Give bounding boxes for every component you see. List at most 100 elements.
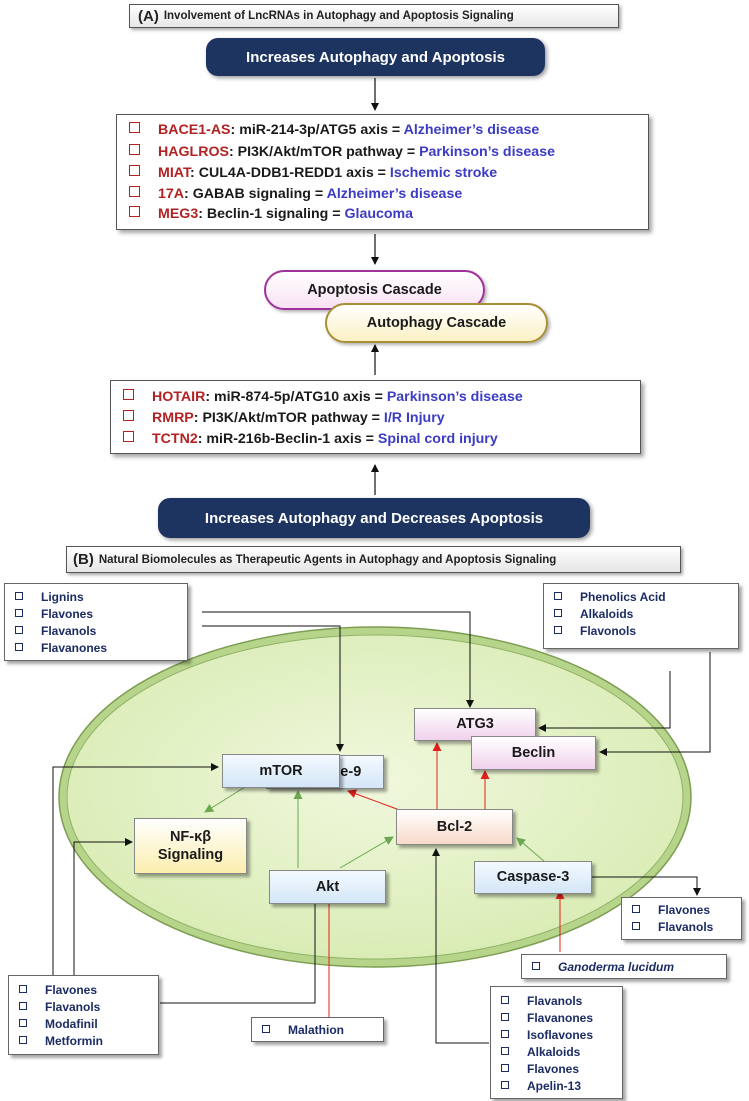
- checkbox-icon: [554, 609, 562, 617]
- checkbox-icon: [501, 1030, 509, 1038]
- bottom-banner: Increases Autophagy and Decreases Apopto…: [158, 498, 590, 538]
- panel-b-title-text: Natural Biomolecules as Therapeutic Agen…: [98, 553, 557, 566]
- list-item: Flavanols: [19, 1000, 100, 1014]
- list-item: TCTN2: miR-216b-Beclin-1 axis = Spinal c…: [123, 431, 498, 447]
- checkbox-icon: [15, 609, 23, 617]
- checkbox-icon: [19, 1036, 27, 1044]
- line-topright-to-beclin: [599, 652, 711, 756]
- checkbox-icon: [129, 144, 140, 155]
- line-bottomleft-to-mtor: [52, 763, 219, 983]
- checkbox-icon: [19, 985, 27, 993]
- agent-list-right: Flavones Flavanols: [621, 897, 742, 940]
- list-item: Flavones: [501, 1062, 579, 1076]
- gene-name: MEG3: [158, 206, 199, 222]
- agent-list-top-left: Lignins Flavones Flavanols Flavanones: [4, 583, 188, 661]
- list-item: Flavones: [632, 903, 710, 917]
- arrow-bcl2-to-caspase9: [347, 789, 406, 813]
- list-item: Flavanones: [15, 641, 107, 655]
- line-bottomcenter-to-bcl2: [432, 848, 489, 1044]
- checkbox-icon: [632, 922, 640, 930]
- bottom-lncrna-list: HOTAIR: miR-874-5p/ATG10 axis = Parkinso…: [110, 380, 641, 454]
- list-item: Flavanols: [501, 994, 582, 1008]
- disease: Parkinson’s disease: [386, 389, 523, 405]
- autophagy-cascade: Autophagy Cascade: [325, 303, 548, 343]
- node-mtor: mTOR: [222, 754, 340, 788]
- arrow-caspase3-to-bcl2: [516, 837, 546, 863]
- pathway: : PI3K/Akt/mTOR pathway =: [193, 410, 384, 426]
- list-item: Flavones: [15, 607, 93, 621]
- disease: Alzheimer’s disease: [403, 122, 540, 138]
- list-item: Flavanols: [632, 920, 713, 934]
- checkbox-icon: [501, 1081, 509, 1089]
- list-item: 17A: GABAB signaling = Alzheimer’s disea…: [129, 186, 462, 202]
- gene-name: BACE1-AS: [158, 122, 231, 138]
- nfkb-signaling-label: Signaling: [157, 847, 224, 863]
- disease: Alzheimer’s disease: [326, 186, 463, 202]
- agent-list-bottom-left: Flavones Flavanols Modafinil Metformin: [8, 975, 159, 1055]
- pathway: : GABAB signaling =: [184, 186, 327, 202]
- checkbox-icon: [123, 410, 134, 421]
- list-item: HAGLROS: PI3K/Akt/mTOR pathway = Parkins…: [129, 144, 555, 160]
- pathway: : PI3K/Akt/mTOR pathway =: [228, 144, 420, 160]
- checkbox-icon: [501, 996, 509, 1004]
- line-topright-to-atg3: [538, 671, 671, 732]
- checkbox-icon: [129, 206, 140, 217]
- list-item: Flavanones: [501, 1011, 593, 1025]
- panel-b-title: (B) Natural Biomolecules as Therapeutic …: [66, 546, 681, 573]
- node-caspase-3: Caspase-3: [474, 861, 592, 894]
- list-item: Flavonols: [554, 624, 636, 638]
- list-item: MEG3: Beclin-1 signaling = Glaucoma: [129, 206, 413, 222]
- node-bcl-2: Bcl-2: [396, 809, 513, 845]
- list-item: Phenolics Acid: [554, 590, 666, 604]
- checkbox-icon: [554, 592, 562, 600]
- arrow-mtor-to-nfkb: [204, 786, 246, 813]
- node-atg3: ATG3: [414, 708, 536, 741]
- node-beclin: Beclin: [471, 736, 596, 770]
- checkbox-icon: [501, 1047, 509, 1055]
- top-lncrna-list: BACE1-AS: miR-214-3p/ATG5 axis = Alzheim…: [116, 114, 649, 230]
- agent-list-bottom-center: Flavanols Flavanones Isoflavones Alkaloi…: [490, 986, 623, 1099]
- top-banner: Increases Autophagy and Apoptosis: [206, 38, 545, 76]
- disease: I/R Injury: [383, 410, 445, 426]
- agent-list-top-right: Phenolics Acid Alkaloids Flavonols: [543, 583, 739, 649]
- checkbox-icon: [123, 431, 134, 442]
- disease: Parkinson’s disease: [419, 144, 555, 160]
- gene-name: TCTN2: [152, 431, 198, 447]
- list-item: RMRP: PI3K/Akt/mTOR pathway = I/R Injury: [123, 410, 445, 426]
- list-item: HOTAIR: miR-874-5p/ATG10 axis = Parkinso…: [123, 389, 523, 405]
- cell-body: [66, 634, 684, 960]
- checkbox-icon: [129, 186, 140, 197]
- panel-a-title: (A) Involvement of LncRNAs in Autophagy …: [129, 4, 619, 28]
- nfkb-label: NF-κβ: [169, 828, 212, 845]
- checkbox-icon: [15, 592, 23, 600]
- disease: Spinal cord injury: [377, 431, 498, 447]
- list-item: MIAT: CUL4A-DDB1-REDD1 axis = Ischemic s…: [129, 165, 497, 181]
- gene-name: HAGLROS: [158, 144, 229, 160]
- line-bottomleft-to-akt: [160, 880, 319, 1004]
- checkbox-icon: [129, 122, 140, 133]
- list-item: Apelin-13: [501, 1079, 581, 1093]
- checkbox-icon: [19, 1002, 27, 1010]
- panel-a-tag: (A): [138, 7, 159, 25]
- list-item: Metformin: [19, 1034, 103, 1048]
- pathway: : Beclin-1 signaling =: [198, 206, 345, 222]
- checkbox-icon: [262, 1025, 270, 1033]
- agent-list-ganoderma: Ganoderma lucidum: [521, 954, 727, 979]
- panel-a-title-text: Involvement of LncRNAs in Autophagy and …: [163, 10, 514, 22]
- agent-list-malathion: Malathion: [251, 1017, 384, 1042]
- list-item: Flavones: [19, 983, 97, 997]
- list-item: Isoflavones: [501, 1028, 593, 1042]
- list-item: Modafinil: [19, 1017, 98, 1031]
- checkbox-icon: [554, 626, 562, 634]
- pathway: : miR-216b-Beclin-1 axis =: [197, 431, 378, 447]
- gene-name: HOTAIR: [152, 389, 206, 405]
- list-item: Ganoderma lucidum: [532, 960, 674, 974]
- pathway: : CUL4A-DDB1-REDD1 axis =: [190, 165, 390, 181]
- list-item: Flavanols: [15, 624, 96, 638]
- line-caspase3-to-right-list: [592, 876, 701, 896]
- node-akt: Akt: [269, 870, 386, 904]
- gene-name: 17A: [158, 186, 185, 202]
- checkbox-icon: [501, 1013, 509, 1021]
- arrow-akt-to-bcl2: [339, 836, 394, 869]
- line-topleft-to-atg3: [202, 611, 474, 708]
